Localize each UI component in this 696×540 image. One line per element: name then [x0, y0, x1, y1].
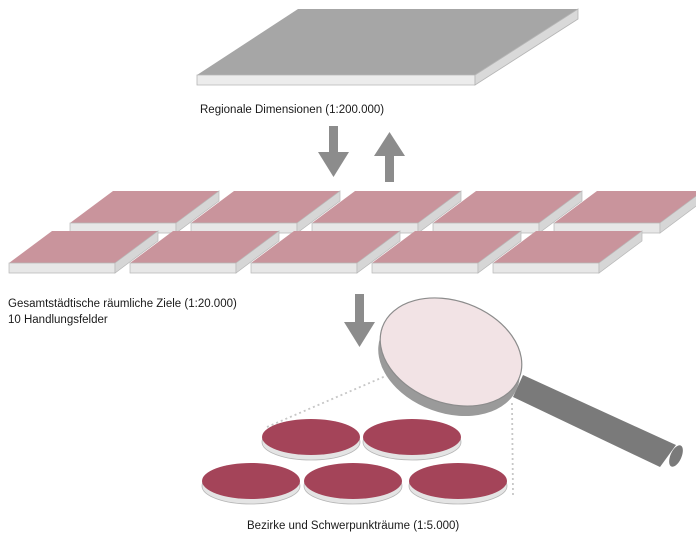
- citywide-level-label: Gesamtstädtische räumliche Ziele (1:20.0…: [8, 298, 237, 310]
- magnifying-glass-icon: [378, 297, 683, 467]
- district-discs: [201, 419, 508, 505]
- action-fields-label: 10 Handlungsfelder: [8, 314, 108, 326]
- arrow-up-icon: [374, 132, 405, 182]
- action-field-tile: [492, 230, 643, 274]
- action-field-tile: [553, 191, 696, 234]
- action-field-tile: [432, 190, 583, 234]
- action-field-tile: [250, 230, 401, 274]
- district-disc: [303, 463, 403, 505]
- action-field-tile: [8, 230, 159, 274]
- action-field-tile: [311, 190, 462, 234]
- arrow-down-icon: [344, 294, 375, 347]
- regional-level-label: Regionale Dimensionen (1:200.000): [200, 104, 385, 116]
- action-field-tile: [371, 230, 522, 274]
- district-disc: [362, 419, 462, 461]
- action-field-tile: [129, 230, 280, 274]
- action-field-tile: [190, 190, 341, 234]
- lens-connector-lines: [266, 374, 514, 496]
- district-disc: [201, 463, 301, 505]
- regional-slab: [196, 8, 579, 86]
- action-field-tile: [69, 190, 220, 234]
- arrow-down-icon: [318, 126, 349, 177]
- citywide-tiles: [8, 190, 696, 274]
- district-level-label: Bezirke und Schwerpunkträume (1:5.000): [247, 520, 460, 532]
- district-disc: [408, 463, 508, 505]
- district-disc: [261, 419, 361, 461]
